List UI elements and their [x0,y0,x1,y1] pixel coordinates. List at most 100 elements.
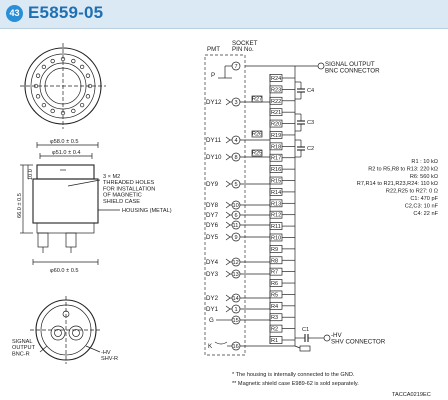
resistor-label: R1 [271,338,278,344]
resistor-label: R4 [271,304,278,310]
pin-number: 5 [235,182,238,188]
socket-pin-dot [79,102,85,108]
pin-number: 11 [233,223,239,229]
socket-pin-dot [79,64,85,70]
socket-top-view [20,43,106,129]
resistor-label: R15 [271,179,281,185]
pin-number: 15 [233,318,239,324]
dynode-label: DY4 [206,259,219,266]
resistor-label: R20 [271,122,281,128]
pin-number: 4 [235,138,238,144]
spec-line: C1: 470 pF [410,196,438,202]
resistor-label: R13 [271,201,281,207]
socket-pin-dot [85,94,91,99]
dynode-label: DY9 [206,181,219,188]
spec-line: R2 to R5,R8 to R13: 220 kΩ [368,166,438,172]
dim-height: 66.0 ± 0.5 [17,193,23,218]
housing-note: HOUSING (METAL) [122,208,172,214]
capacitor-label: C2 [307,146,314,152]
dynode-label: DY5 [206,234,219,241]
socket-pin-dot [35,94,41,99]
bnc-terminal [317,62,325,70]
pmt-label: PMT [207,46,220,53]
bottom-view [30,296,102,364]
dynode-label: DY3 [206,271,219,278]
series-resistor [251,130,263,138]
spec-line: C2,C3: 10 nF [405,203,439,209]
dynode-label: DY11 [206,137,222,144]
resistor-label: R18 [271,144,281,150]
spec-line: R1 : 10 kΩ [411,159,438,165]
cathode-label: K [208,343,213,350]
resistor-label: R3 [271,315,278,321]
pin-number: 9 [235,235,238,241]
series-resistor-label: R25 [252,151,262,157]
spec-line: R6: 560 kΩ [410,174,438,180]
dynode-label: DY6 [206,222,219,229]
resistor-label: R12 [271,213,281,219]
resistor-label: R17 [271,156,281,162]
side-view [20,142,120,265]
pin-number: 10 [233,203,239,209]
dynode-label: DY2 [206,295,219,302]
spec-line: R7,R14 to R21,R23,R24: 110 kΩ [357,181,438,187]
spec-line: C4: 22 nF [413,211,438,217]
footnote-shield: ** Magnetic shield case E989-62 is sold … [232,381,359,387]
drawing-code: TACCA0219EC [392,392,431,398]
dynode-label: DY1 [206,306,219,313]
resistor-label: R19 [271,133,281,139]
resistor-label: R22 [271,99,281,105]
dynode-label: DY7 [206,212,219,219]
resistor-label: R2 [271,327,278,333]
dynode-label: DY10 [206,154,222,161]
dynode-label: DY8 [206,202,219,209]
capacitor-label: C4 [307,88,314,94]
grid-label: G [209,317,214,324]
series-resistor [251,95,263,103]
socket-pin-dot [41,102,47,108]
dim-inner-diameter: φ51.0 ± 0.4 [52,150,80,156]
socket-pin-dot [85,73,91,78]
pin-number: 13 [233,272,239,278]
dynode-label: DY12 [206,99,222,106]
dim-step: 10.0 [28,169,34,180]
shv-terminal [323,334,331,342]
resistor-label: R11 [271,224,281,230]
anode-label: P [211,72,215,79]
series-resistor [251,149,263,157]
series-resistor-label: R26 [252,132,262,138]
socket-pin-dot [71,58,76,64]
pin-circle [231,61,241,71]
resistor-label: R9 [271,247,278,253]
resistor-label: R24 [271,76,281,82]
section-badge: 43 [6,5,23,22]
socket-pin-dot [50,108,55,114]
pin-number: 12 [233,260,239,266]
page-title: E5859-05 [28,3,104,22]
resistor-r1 [299,345,311,352]
resistor-label: R6 [271,281,278,287]
title-band: 43 E5859-05 [0,0,448,29]
resistor-label: R14 [271,190,281,196]
spec-line: R22,R25 to R27: 0 Ω [386,189,438,195]
resistor-label: R5 [271,292,278,298]
dim-outer-diameter: φ58.0 ± 0.5 [50,139,78,145]
pin-number: 1 [235,307,238,313]
pin-number: 6 [235,213,238,219]
capacitor-label: C3 [307,120,314,126]
pin-number: 7 [235,64,238,70]
pin-number: 3 [235,100,238,106]
resistor-label: R16 [271,167,281,173]
resistor-label: R23 [271,87,281,93]
capacitor-c1-label: C1 [302,327,309,333]
pin-number: 8 [235,155,238,161]
socket-pin-dot [50,58,55,64]
footnote-housing: * The housing is internally connected to… [232,372,355,378]
